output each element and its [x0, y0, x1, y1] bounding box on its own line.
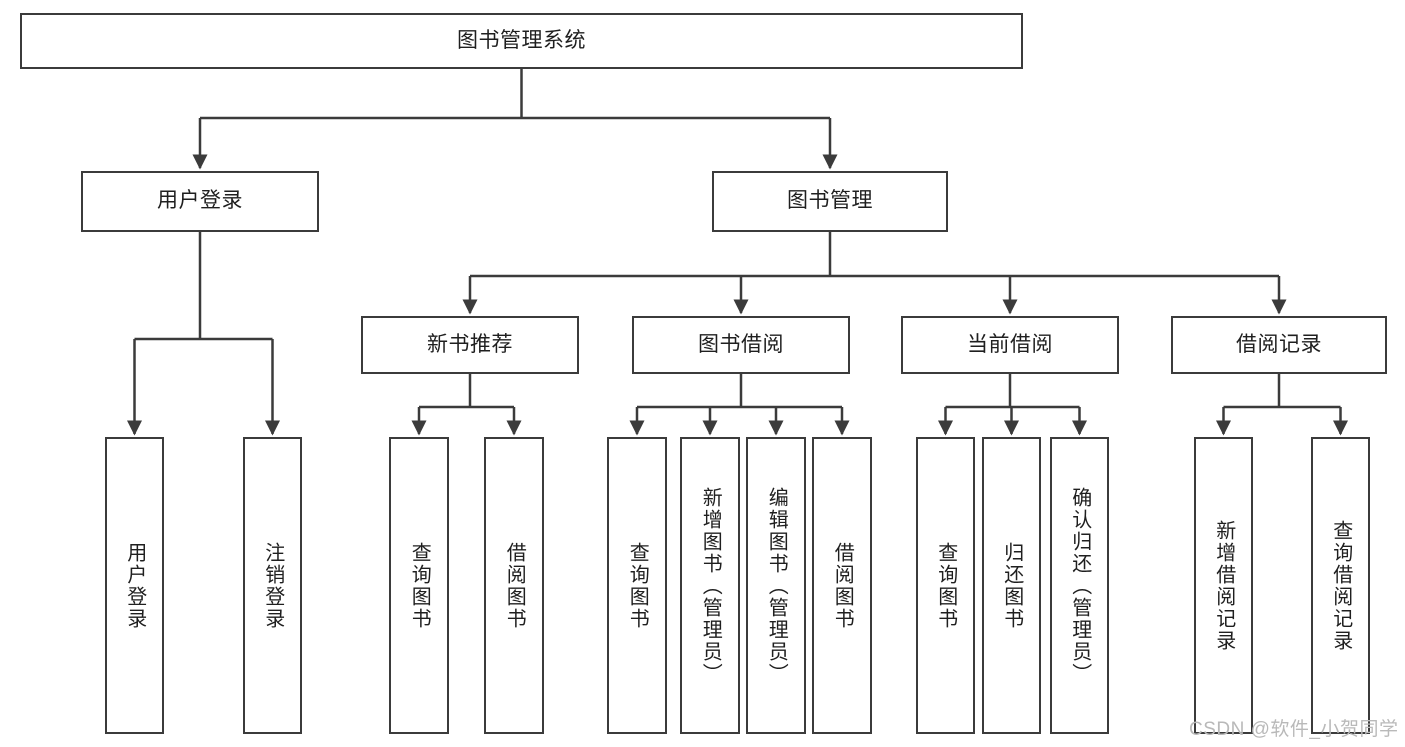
node-borrowing-record[interactable]: 借阅记录 — [1171, 316, 1387, 374]
node-leaf-br-query-record-label: 查询借阅记录 — [1329, 519, 1352, 652]
node-leaf-bb-query-book[interactable]: 查询图书 — [607, 437, 667, 734]
node-leaf-rec-query-book[interactable]: 查询图书 — [389, 437, 449, 734]
node-leaf-bb-borrow-book[interactable]: 借阅图书 — [812, 437, 872, 734]
node-borrowing-record-label: 借阅记录 — [1236, 332, 1322, 356]
node-leaf-logout-label: 注销登录 — [261, 541, 284, 630]
node-leaf-user-login[interactable]: 用户登录 — [105, 437, 164, 734]
node-leaf-user-login-label: 用户登录 — [123, 541, 146, 630]
node-leaf-bb-edit-book-label: 编辑图书（管理员） — [765, 486, 788, 685]
node-leaf-br-query-record[interactable]: 查询借阅记录 — [1311, 437, 1370, 734]
node-leaf-cb-return-book-label: 归还图书 — [1000, 541, 1023, 630]
node-root-label: 图书管理系统 — [457, 28, 586, 52]
node-current-borrowing-label: 当前借阅 — [967, 332, 1053, 356]
watermark-text: CSDN @软件_小贺同学 — [1189, 719, 1399, 740]
node-leaf-br-add-record[interactable]: 新增借阅记录 — [1194, 437, 1253, 734]
node-user-login-label: 用户登录 — [157, 189, 243, 213]
node-leaf-cb-confirm-return-label: 确认归还（管理员） — [1068, 486, 1091, 685]
node-new-book-recommendation-label: 新书推荐 — [427, 332, 513, 356]
node-leaf-bb-borrow-book-label: 借阅图书 — [831, 541, 854, 630]
node-current-borrowing[interactable]: 当前借阅 — [901, 316, 1119, 374]
node-leaf-logout[interactable]: 注销登录 — [243, 437, 302, 734]
node-book-management-label: 图书管理 — [787, 189, 873, 213]
node-leaf-cb-query-book-label: 查询图书 — [934, 541, 957, 630]
node-leaf-rec-query-book-label: 查询图书 — [408, 541, 431, 630]
node-leaf-rec-borrow-book[interactable]: 借阅图书 — [484, 437, 544, 734]
node-root[interactable]: 图书管理系统 — [20, 13, 1023, 69]
node-leaf-cb-return-book[interactable]: 归还图书 — [982, 437, 1041, 734]
node-book-borrowing[interactable]: 图书借阅 — [632, 316, 850, 374]
node-leaf-rec-borrow-book-label: 借阅图书 — [503, 541, 526, 630]
node-leaf-br-add-record-label: 新增借阅记录 — [1212, 519, 1235, 652]
node-book-management[interactable]: 图书管理 — [712, 171, 948, 232]
node-leaf-bb-add-book-label: 新增图书（管理员） — [699, 486, 722, 685]
node-leaf-bb-edit-book[interactable]: 编辑图书（管理员） — [746, 437, 806, 734]
node-leaf-cb-confirm-return[interactable]: 确认归还（管理员） — [1050, 437, 1109, 734]
node-user-login[interactable]: 用户登录 — [81, 171, 319, 232]
node-leaf-bb-add-book[interactable]: 新增图书（管理员） — [680, 437, 740, 734]
node-book-borrowing-label: 图书借阅 — [698, 332, 784, 356]
node-leaf-bb-query-book-label: 查询图书 — [626, 541, 649, 630]
node-new-book-recommendation[interactable]: 新书推荐 — [361, 316, 579, 374]
node-leaf-cb-query-book[interactable]: 查询图书 — [916, 437, 975, 734]
